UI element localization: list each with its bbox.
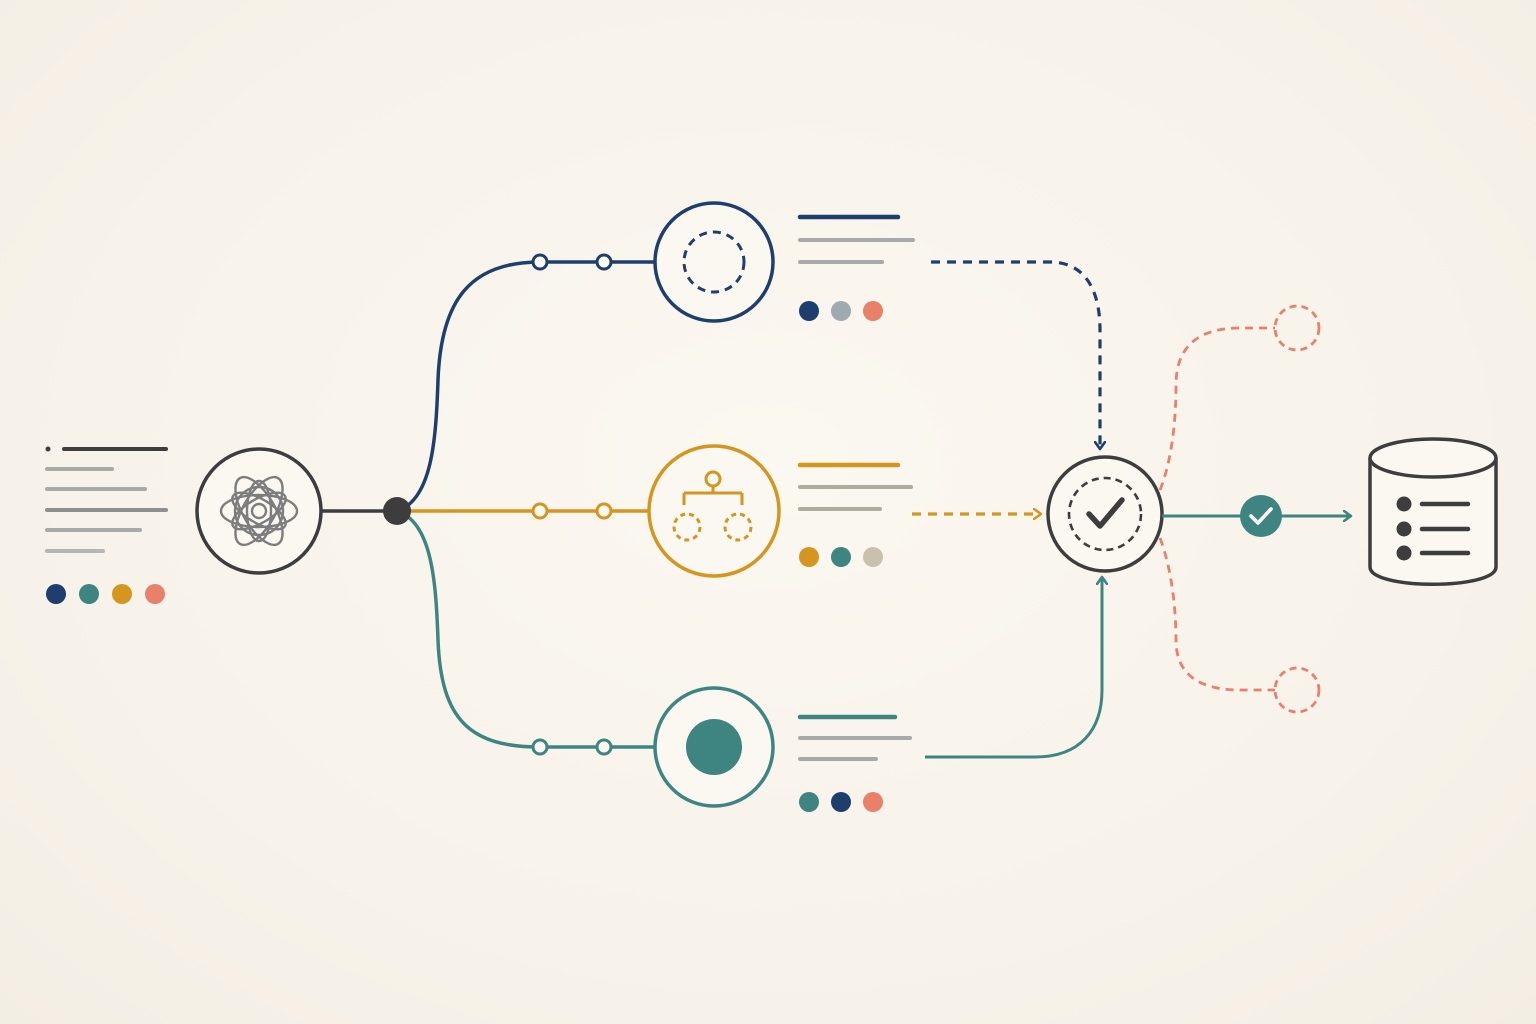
legend-dot [799, 792, 819, 812]
branch-2-waypoints [531, 502, 613, 520]
legend-dot [863, 547, 883, 567]
dashed-circle-icon [682, 230, 746, 294]
branch-1-waypoints [531, 253, 613, 271]
source-legend-dots [46, 584, 165, 604]
database-list-icon[interactable] [1368, 437, 1498, 586]
check-badge-icon [1240, 495, 1282, 537]
branch-3-to-validator-arrow [925, 578, 1102, 759]
legend-dot [145, 584, 165, 604]
database-list-rows [1396, 496, 1471, 561]
legend-dot [799, 547, 819, 567]
legend-dot [799, 301, 819, 321]
branch-2-text-block [797, 462, 913, 511]
branch-3-legend-dots [799, 792, 883, 812]
legend-dot [863, 301, 883, 321]
branch-1-node[interactable] [653, 201, 775, 323]
knot-icon [219, 475, 299, 547]
branch-hub[interactable] [383, 497, 411, 525]
optional-node-top[interactable] [1273, 304, 1321, 352]
branch-1-text-block [797, 214, 915, 264]
optional-path-bottom [1158, 537, 1275, 692]
filled-dot-icon [686, 719, 742, 775]
branch-2-node[interactable] [647, 444, 781, 578]
check-circle-icon [1067, 476, 1143, 552]
branch-3-text-block [797, 714, 912, 761]
legend-dot [831, 792, 851, 812]
source-bullet [45, 446, 51, 452]
source-node[interactable] [195, 447, 323, 575]
optional-node-bottom[interactable] [1273, 666, 1321, 714]
legend-dot [46, 584, 66, 604]
optional-path-top [1158, 326, 1275, 491]
legend-dot [79, 584, 99, 604]
source-text-block [45, 446, 168, 553]
branch-3-path [396, 509, 655, 749]
legend-dot [863, 792, 883, 812]
branch-3-waypoints [531, 738, 613, 756]
hierarchy-icon [672, 470, 753, 542]
branch-3-node[interactable] [653, 686, 775, 808]
legend-dot [831, 301, 851, 321]
legend-dot [831, 547, 851, 567]
branch-2-legend-dots [799, 547, 883, 567]
legend-dot [112, 584, 132, 604]
branch-1-to-validator-arrow [931, 260, 1100, 448]
validator-node[interactable] [1046, 455, 1164, 573]
branch-1-path [396, 260, 655, 513]
branch-1-legend-dots [799, 301, 883, 321]
